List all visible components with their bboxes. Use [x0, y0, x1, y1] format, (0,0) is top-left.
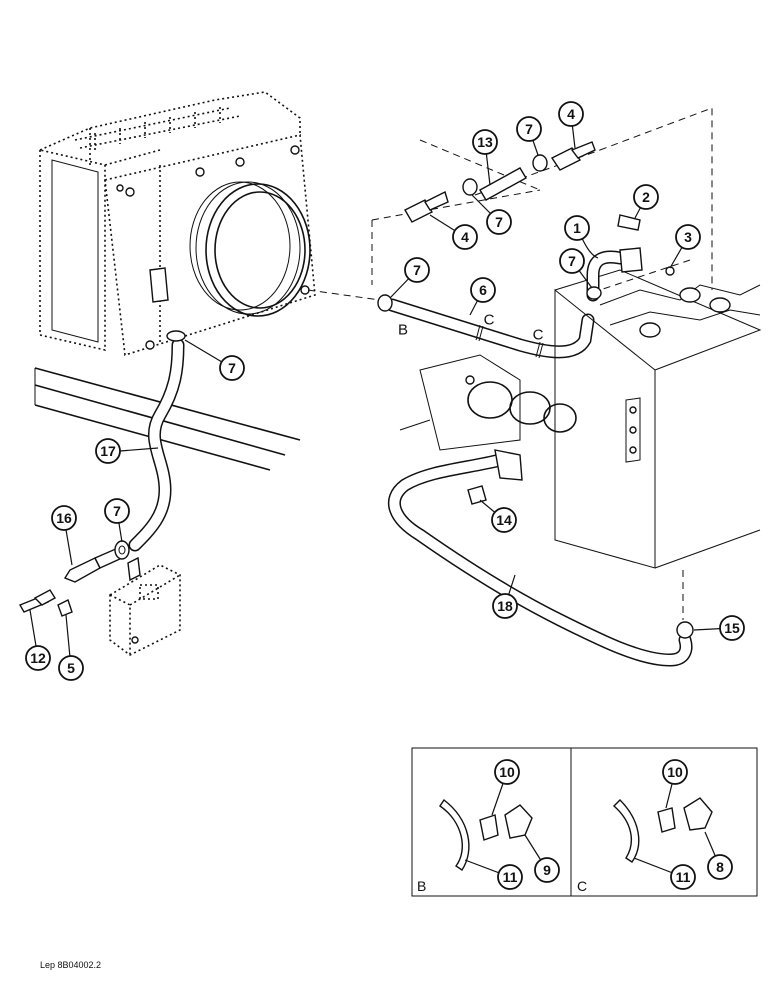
callout-11-c: 11 [670, 864, 696, 890]
callout-1: 1 [564, 215, 590, 241]
svg-text:2: 2 [642, 189, 650, 205]
svg-text:6: 6 [479, 282, 487, 298]
callout-2: 2 [633, 184, 659, 210]
svg-text:16: 16 [56, 510, 72, 526]
svg-text:13: 13 [477, 134, 493, 150]
detail-panels [411, 747, 758, 897]
svg-text:8: 8 [716, 859, 724, 875]
svg-text:11: 11 [676, 869, 691, 885]
hose-mark-b: B [398, 322, 408, 339]
callout-9: 9 [534, 857, 560, 883]
svg-text:7: 7 [495, 214, 503, 230]
callout-17: 17 [95, 438, 121, 464]
svg-text:15: 15 [724, 620, 740, 636]
svg-text:10: 10 [499, 764, 515, 780]
callout-7-valve: 7 [104, 498, 130, 524]
svg-text:3: 3 [684, 229, 692, 245]
callout-10-b: 10 [494, 759, 520, 785]
callout-7-mid: 7 [486, 209, 512, 235]
hose-18 [387, 449, 694, 667]
svg-text:4: 4 [567, 106, 575, 122]
svg-text:18: 18 [497, 598, 513, 614]
callout-4-top: 4 [558, 101, 584, 127]
detail-panel-b-label: B [417, 878, 426, 894]
svg-text:5: 5 [67, 660, 75, 676]
callout-7-cooler: 7 [219, 355, 245, 381]
svg-text:1: 1 [573, 220, 581, 236]
valve-block [18, 540, 181, 656]
callout-18: 18 [492, 593, 518, 619]
svg-text:17: 17 [100, 443, 116, 459]
hydraulic-tank [554, 259, 762, 620]
svg-text:9: 9 [543, 862, 551, 878]
callout-16: 16 [51, 505, 77, 531]
svg-text:7: 7 [525, 121, 533, 137]
svg-text:7: 7 [413, 262, 421, 278]
cooler-assembly [34, 91, 316, 471]
svg-text:4: 4 [461, 229, 469, 245]
callout-15: 15 [719, 615, 745, 641]
svg-text:7: 7 [568, 253, 576, 269]
pump [399, 354, 577, 451]
callout-14: 14 [491, 507, 517, 533]
callout-8: 8 [707, 854, 733, 880]
svg-text:7: 7 [228, 360, 236, 376]
hose-mark-c-1: C [484, 312, 495, 329]
callout-7-elbow: 7 [559, 248, 585, 274]
svg-text:7: 7 [113, 503, 121, 519]
svg-text:11: 11 [503, 869, 518, 885]
callout-3: 3 [675, 224, 701, 250]
callout-11-b: 11 [497, 864, 523, 890]
hose-mark-c-2: C [533, 327, 544, 344]
callout-10-c: 10 [662, 759, 688, 785]
upper-fittings [307, 107, 713, 301]
hose-17 [128, 330, 186, 552]
pipe-6 [377, 294, 595, 359]
svg-text:12: 12 [30, 650, 46, 666]
callout-6: 6 [470, 277, 496, 303]
elbow-pipe-1 [586, 214, 675, 302]
callout-4-lower: 4 [452, 224, 478, 250]
callout-7-top: 7 [516, 116, 542, 142]
callout-12: 12 [25, 645, 51, 671]
callout-13: 13 [472, 129, 498, 155]
callout-5: 5 [58, 655, 84, 681]
svg-text:14: 14 [496, 512, 512, 528]
detail-panel-c-label: C [577, 878, 587, 894]
svg-text:10: 10 [667, 764, 683, 780]
callout-7-pipe: 7 [404, 257, 430, 283]
reference-code: Lep 8B04002.2 [40, 960, 101, 970]
